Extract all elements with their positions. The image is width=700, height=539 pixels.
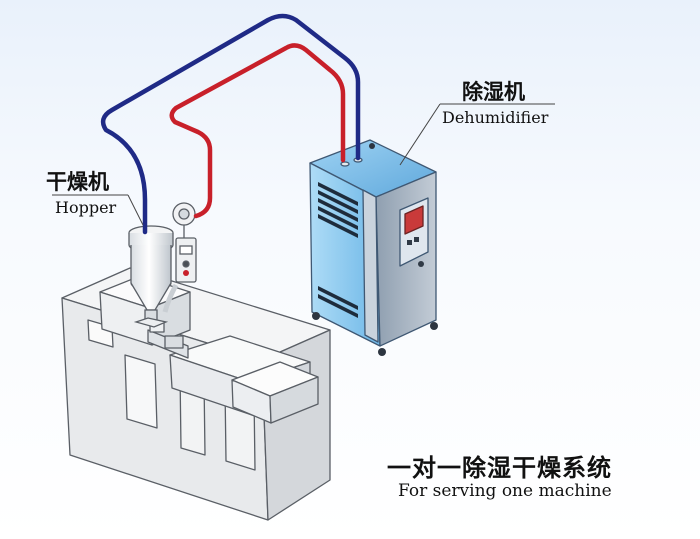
hopper-label-english: Hopper	[55, 198, 117, 217]
system-title-chinese: 一对一除湿干燥系统	[387, 454, 612, 482]
return-air-pipe	[100, 13, 361, 235]
dehumidifier-label-chinese: 除湿机	[462, 80, 525, 104]
supply-air-pipe	[169, 43, 346, 219]
dehumidifier-unit	[309, 139, 438, 356]
system-title-english: For serving one machine	[398, 481, 612, 501]
injection-molding-machine	[61, 267, 331, 521]
dehumidifier-label-english: Dehumidifier	[442, 108, 549, 127]
hopper-label-chinese: 干燥机	[46, 170, 109, 194]
leader-lines	[52, 103, 555, 226]
